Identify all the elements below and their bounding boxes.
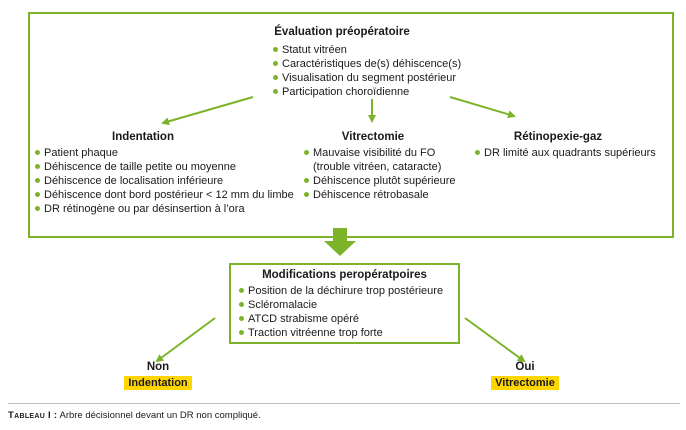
list-item: DR limité aux quadrants supérieurs	[475, 146, 656, 160]
arrow-to-retinopexie	[449, 96, 516, 119]
indentation-title: Indentation	[112, 131, 174, 143]
evaluation-title: Évaluation préopératoire	[274, 26, 410, 38]
caption-label: Tableau I :	[8, 410, 58, 421]
outcome-non: Non Indentation	[108, 361, 208, 391]
modifications-panel: Modifications peropératpoires Position d…	[229, 263, 460, 344]
arrow-to-non	[155, 317, 216, 363]
vitrectomie-title: Vitrectomie	[341, 131, 405, 143]
list-item: Patient phaque	[35, 146, 294, 160]
list-item: Scléromalacie	[239, 298, 450, 312]
retinopexie-title: Rétinopexie-gaz	[513, 131, 603, 143]
caption-text: Arbre décisionnel devant un DR non compl…	[59, 410, 261, 421]
list-item: Déhiscence de taille petite ou moyenne	[35, 160, 294, 174]
list-item: Visualisation du segment postérieur	[273, 71, 461, 85]
arrow-to-oui	[464, 317, 526, 363]
indentation-list: Patient phaque Déhiscence de taille peti…	[35, 146, 294, 216]
vitrectomie-list: Mauvaise visibilité du FO (trouble vitré…	[304, 146, 474, 202]
list-item: Déhiscence plutôt supérieure	[304, 174, 474, 188]
list-item: Déhiscence dont bord postérieur < 12 mm …	[35, 188, 294, 202]
list-item: Traction vitréenne trop forte	[239, 326, 450, 340]
retinopexie-list: DR limité aux quadrants supérieurs	[475, 146, 656, 160]
modifications-title: Modifications peropératpoires	[262, 269, 427, 281]
list-item: Déhiscence rétrobasale	[304, 188, 474, 202]
caption-divider	[8, 403, 680, 404]
list-item: Position de la déchirure trop postérieur…	[239, 284, 450, 298]
arrow-to-indentation	[161, 96, 254, 126]
list-item: ATCD strabisme opéré	[239, 312, 450, 326]
outcome-non-result: Indentation	[124, 376, 192, 390]
outcome-oui-result: Vitrectomie	[491, 376, 559, 390]
outcome-non-label: Non	[146, 361, 170, 373]
list-item: Caractéristiques de(s) déhiscence(s)	[273, 57, 461, 71]
outcome-oui-label: Oui	[515, 361, 535, 373]
outcome-oui: Oui Vitrectomie	[475, 361, 575, 391]
preoperative-panel	[28, 12, 674, 238]
list-item: Déhiscence de localisation inférieure	[35, 174, 294, 188]
list-item: Participation choroïdienne	[273, 85, 461, 99]
big-down-arrow	[324, 228, 356, 256]
list-item: Statut vitréen	[273, 43, 461, 57]
table-caption: Tableau I : Arbre décisionnel devant un …	[8, 410, 261, 421]
modifications-list: Position de la déchirure trop postérieur…	[239, 284, 450, 340]
evaluation-list: Statut vitréen Caractéristiques de(s) dé…	[273, 43, 461, 99]
list-item: Mauvaise visibilité du FO (trouble vitré…	[304, 146, 474, 174]
list-item: DR rétinogène ou par désinsertion à l’or…	[35, 202, 294, 216]
